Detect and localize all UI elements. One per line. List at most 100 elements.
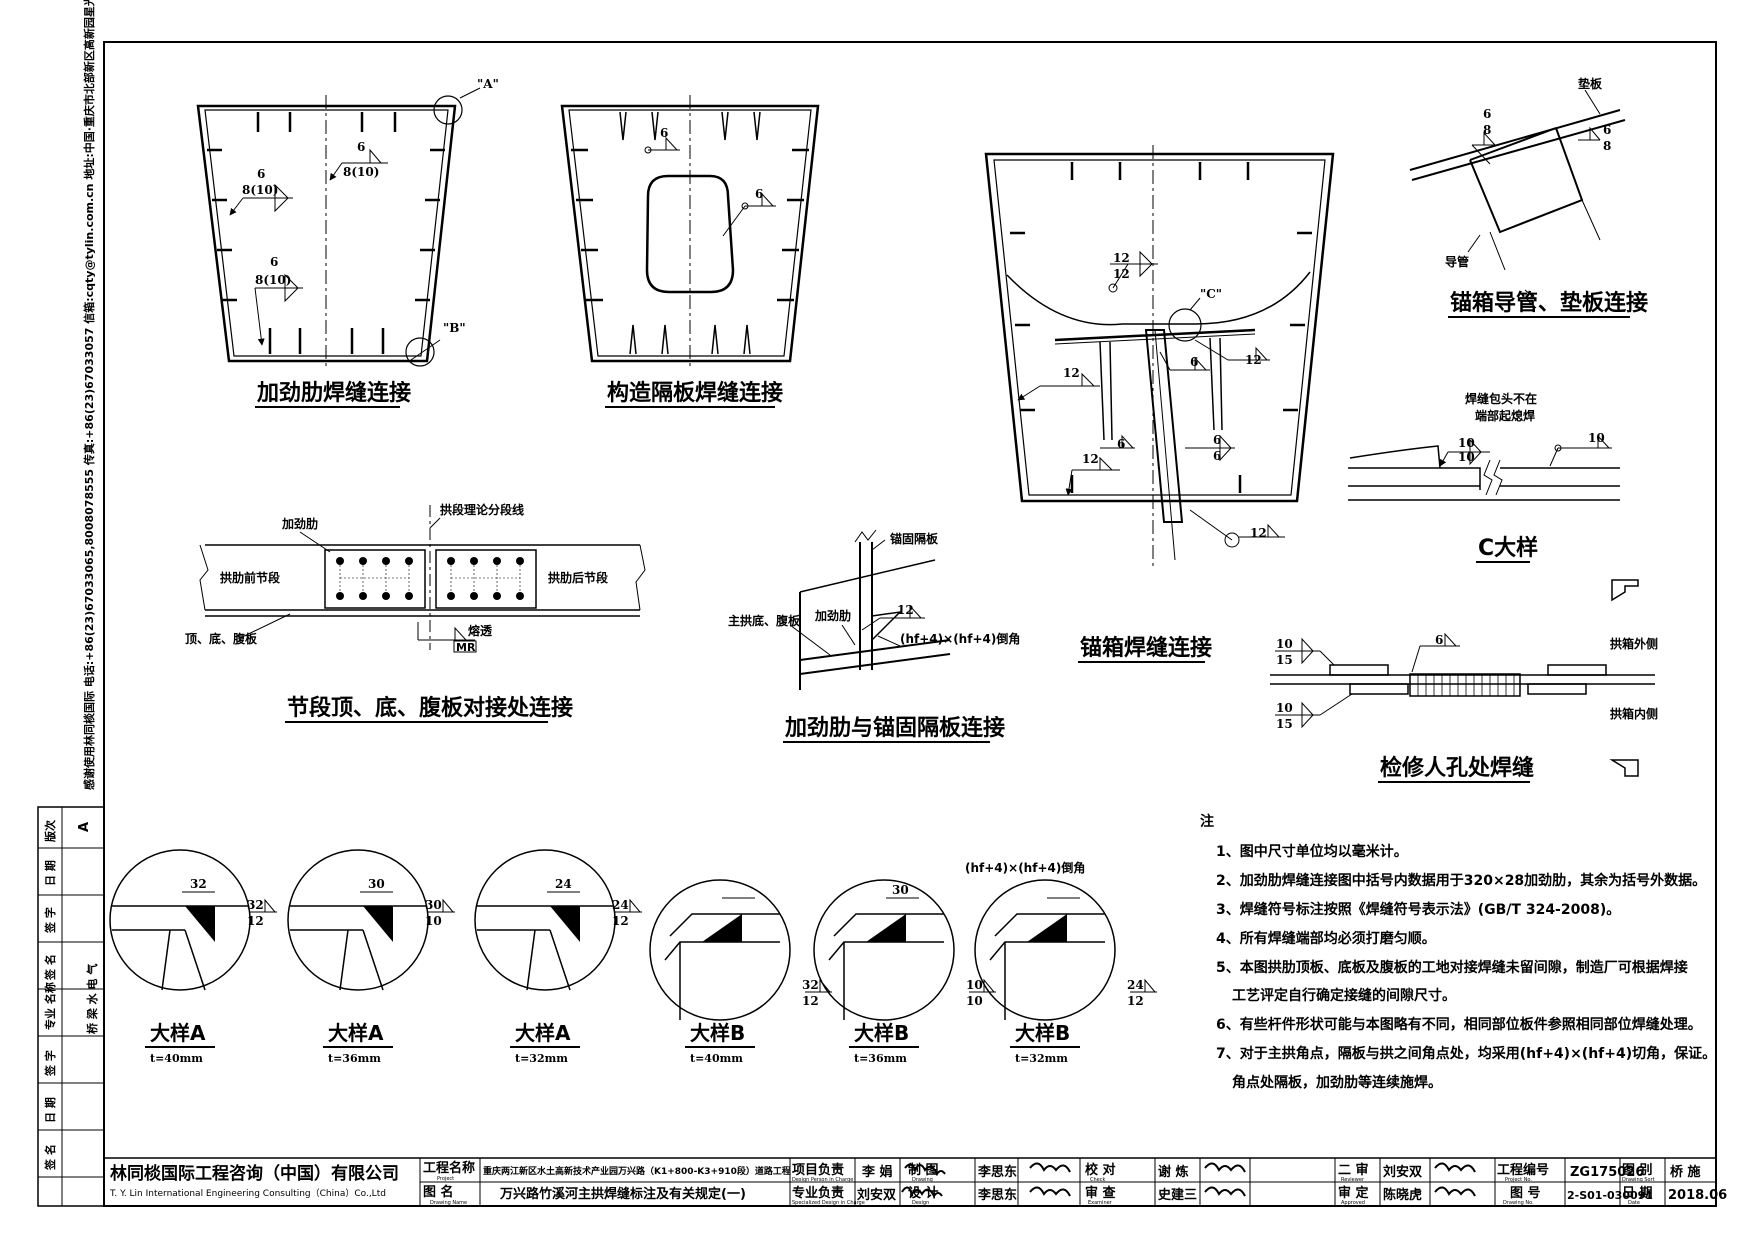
svg-text:刘安双: 刘安双 [1383,1164,1422,1180]
svg-text:Reviewer: Reviewer [1341,1177,1365,1183]
svg-text:15: 15 [1276,653,1293,667]
detail-dim: 30 [368,877,385,891]
svg-text:李思东: 李思东 [977,1187,1017,1203]
svg-text:史建三: 史建三 [1158,1187,1197,1203]
svg-text:12: 12 [1063,366,1080,380]
svg-text:6: 6 [755,187,763,201]
detail-thickness: t=32mm [515,1052,568,1065]
svg-text:6: 6 [1117,437,1125,451]
detail-title: 大样B [1015,1021,1070,1045]
detail-weld-bottom: 12 [1127,994,1144,1008]
svg-text:6: 6 [1190,355,1198,369]
detail-weld-bottom: 12 [612,914,629,928]
detail-dim: 24 [555,877,572,891]
detail-thickness: t=40mm [150,1052,203,1065]
strip-date-label-2: 日 期 [43,1097,57,1123]
detail-title: 大样A [150,1021,206,1045]
svg-text:6: 6 [1603,123,1611,137]
left-strip [38,807,104,1206]
svg-text:Drawing No.: Drawing No. [1503,1200,1534,1206]
svg-text:12: 12 [1113,267,1130,281]
svg-text:10: 10 [1276,637,1293,651]
svg-text:拱肋前节段: 拱肋前节段 [220,570,281,585]
svg-text:导管: 导管 [1445,254,1469,269]
svg-text:10: 10 [1458,450,1475,464]
svg-text:熔透: 熔透 [468,623,493,638]
svg-text:拱箱内侧: 拱箱内侧 [1610,706,1658,721]
svg-text:"C": "C" [1200,287,1222,301]
svg-text:Examiner: Examiner [1088,1200,1113,1206]
note-4: 4、所有焊缝端部均必须打磨匀顺。 [1216,930,1436,947]
detail-thickness: t=40mm [690,1052,743,1065]
svg-text:12: 12 [897,603,914,617]
svg-text:MR: MR [456,641,476,654]
svg-text:顶、底、腹板: 顶、底、腹板 [185,631,258,646]
detail-thickness: t=32mm [1015,1052,1068,1065]
svg-text:"A": "A" [477,77,499,91]
note-5: 5、本图拱肋顶板、底板及腹板的工地对接焊缝未留间隙，制造厂可根据焊接 [1216,959,1688,976]
detail-title: 大样A [328,1021,384,1045]
svg-text:"B": "B" [443,321,466,335]
view-guide-pipe: 6 8 6 8 垫板 导管 锚箱导管、垫板连接 [1409,76,1648,318]
svg-text:主拱底、腹板: 主拱底、腹板 [728,613,801,628]
svg-text:6: 6 [1213,449,1221,463]
detail-title: 大样A [515,1021,571,1045]
svg-text:6: 6 [660,126,668,140]
project-name: 重庆两江新区水土高新技术产业园万兴路（K1+800-K3+910段）道路工程 [483,1165,791,1177]
signature-sp [901,1186,943,1198]
svg-text:10: 10 [1458,436,1475,450]
view-segment-butt: 加劲肋 拱段理论分段线 拱肋前节段 拱肋后节段 顶、底、腹板 熔透 MR 节段顶… [185,502,646,723]
svg-text:Drawing: Drawing [912,1177,933,1183]
view-stiffener-weld: "A" "B" 6 8(10) 6 8(10) 6 8(10) 加劲肋焊缝连接 [196,77,499,408]
signature-drawn [1029,1162,1071,1173]
svg-text:(hf+4)×(hf+4)倒角: (hf+4)×(hf+4)倒角 [900,631,1020,646]
svg-text:8(10): 8(10) [255,273,291,287]
svg-text:陈晓虎: 陈晓虎 [1383,1187,1422,1203]
title-guide-pipe: 锚箱导管、垫板连接 [1450,290,1648,316]
svg-text:8(10): 8(10) [343,165,379,179]
svg-text:Approved: Approved [1341,1200,1365,1206]
svg-text:12: 12 [1250,526,1267,540]
signature-second [1434,1162,1476,1173]
drawing-name: 万兴路竹溪河主拱焊缝标注及有关规定(一) [499,1186,746,1202]
svg-text:工程名称: 工程名称 [423,1160,475,1176]
strip-sign-label-2: 签 字 [43,1050,57,1077]
svg-text:8(10): 8(10) [242,183,278,197]
svg-text:专业负责: 专业负责 [792,1185,844,1201]
title-anchor-box: 锚箱焊缝连接 [1080,635,1212,661]
svg-text:拱肋后节段: 拱肋后节段 [548,570,609,585]
svg-text:拱箱外侧: 拱箱外侧 [1610,636,1658,651]
detail-thickness: t=36mm [854,1052,907,1065]
view-anchor-box: "C" 12 12 12 12 6 6 6 6 12 12 锚箱焊缝连接 [984,145,1335,663]
detail-title: 大样B [854,1021,909,1045]
signature-review [1204,1186,1246,1197]
note-7b: 角点处隔板，加劲肋等连续施焊。 [1232,1074,1442,1091]
svg-text:8: 8 [1603,139,1611,153]
svg-text:项目负责: 项目负责 [792,1162,844,1178]
title-manhole: 检修人孔处焊缝 [1380,755,1534,781]
svg-text:图 名: 图 名 [423,1184,454,1200]
title-diaphragm-weld: 构造隔板焊缝连接 [607,380,783,406]
svg-text:12: 12 [1245,353,1262,367]
svg-text:锚固隔板: 锚固隔板 [890,531,939,546]
detail-weld-bottom: 12 [247,914,264,928]
detail-thickness: t=36mm [328,1052,381,1065]
svg-text:6: 6 [1213,433,1221,447]
detail-dim: 32 [190,877,207,891]
detail-weld-bottom: 10 [425,914,442,928]
title-detail-c: C大样 [1478,535,1538,561]
svg-text:刘安双: 刘安双 [857,1187,896,1203]
svg-text:桥 施: 桥 施 [1670,1164,1701,1180]
note-5b: 工艺评定自行确定接缝的间隙尺寸。 [1232,987,1456,1004]
svg-text:二 审: 二 审 [1338,1162,1369,1178]
svg-text:6: 6 [1483,107,1491,121]
svg-text:6: 6 [1435,633,1443,647]
view-diaphragm-weld: 6 6 构造隔板焊缝连接 [560,95,820,408]
